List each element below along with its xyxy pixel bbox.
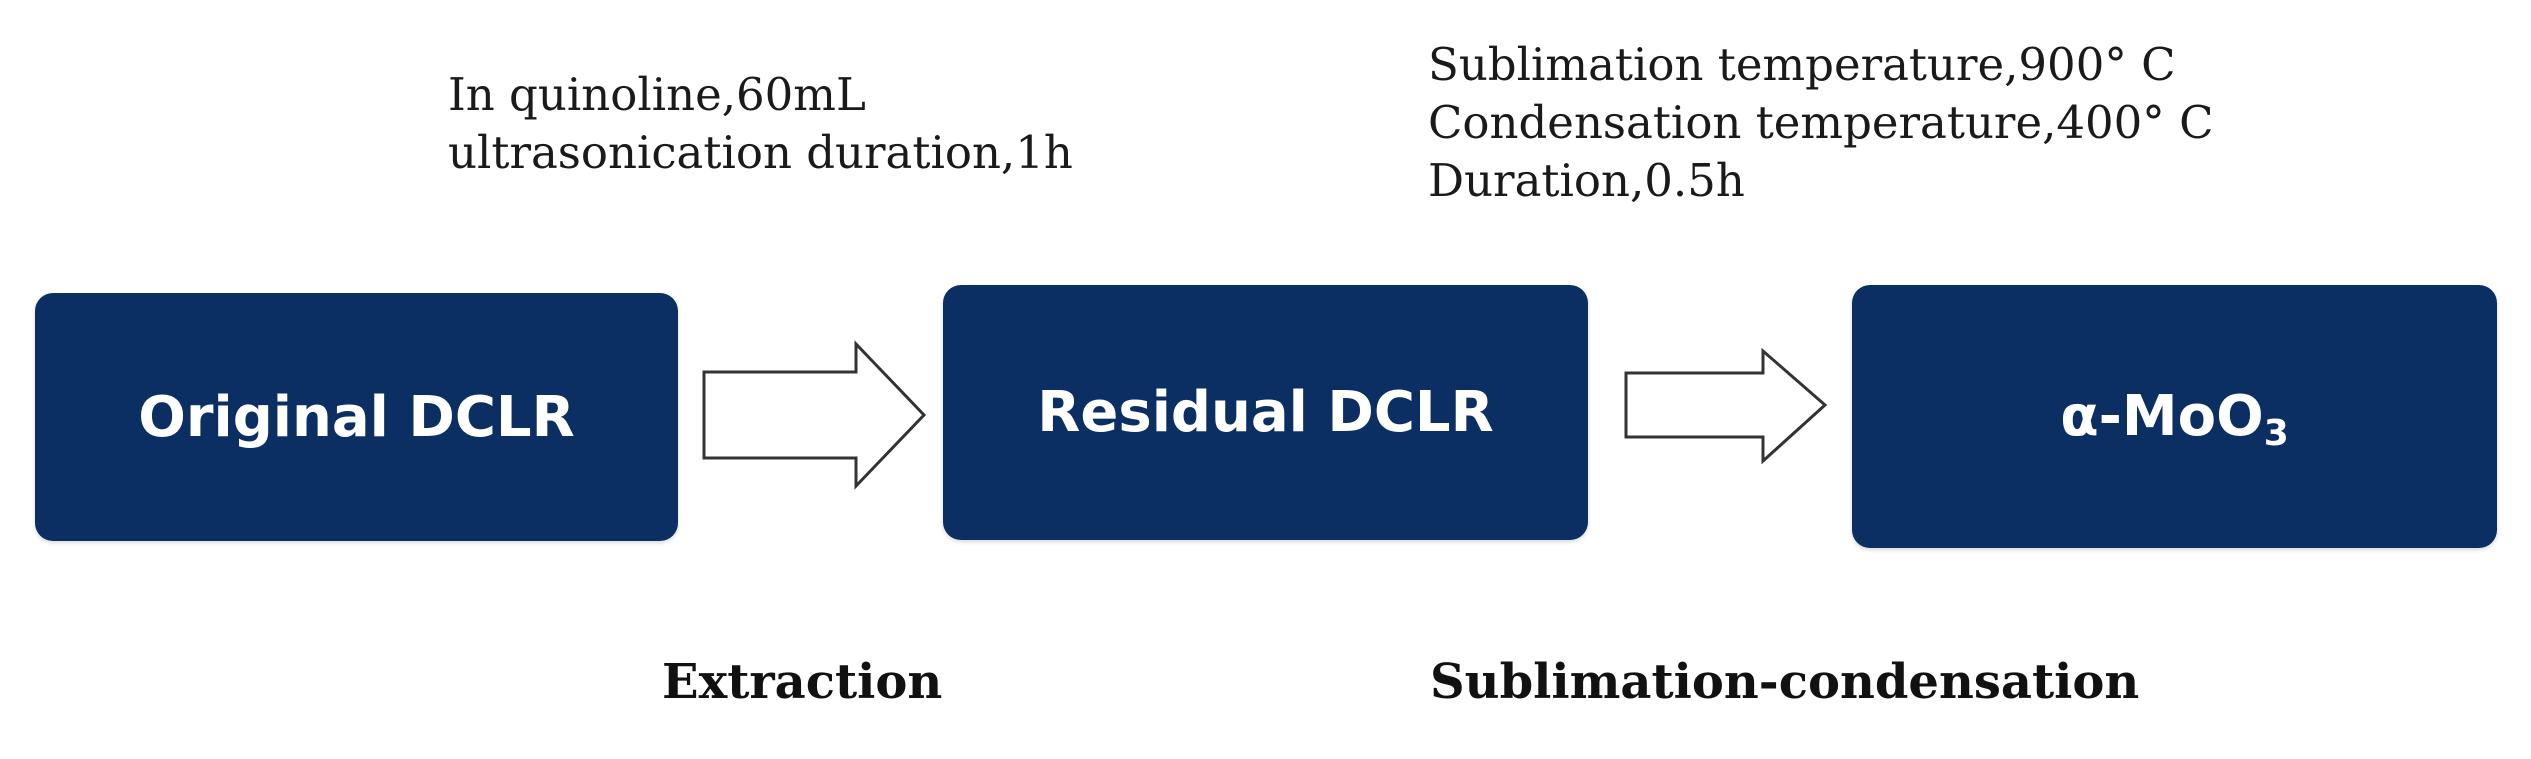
- extraction-condition-solvent: In quinoline,60mL: [448, 68, 866, 121]
- sublimation-condensation-step-label: Sublimation-condensation: [1430, 654, 2140, 710]
- alpha-moo3-box: α-MoO3: [1852, 285, 2497, 548]
- extraction-arrow-shape: [702, 340, 927, 490]
- sublimation-conditions: Sublimation temperature,900° C Condensat…: [1428, 36, 2214, 210]
- sublimation-arrow: [1624, 347, 1828, 465]
- extraction-condition-duration: ultrasonication duration,1h: [448, 126, 1073, 179]
- original-dclr-box: Original DCLR: [35, 293, 678, 541]
- sublimation-condition-temperature: Sublimation temperature,900° C: [1428, 38, 2176, 91]
- extraction-arrow: [702, 340, 927, 490]
- residual-dclr-box: Residual DCLR: [943, 285, 1588, 540]
- extraction-step-label: Extraction: [662, 654, 943, 710]
- alpha-moo3-formula: α-MoO: [2060, 384, 2264, 449]
- residual-dclr-label: Residual DCLR: [1037, 380, 1494, 445]
- condensation-condition-temperature: Condensation temperature,400° C: [1428, 96, 2214, 149]
- alpha-moo3-subscript: 3: [2263, 413, 2289, 454]
- sublimation-condition-duration: Duration,0.5h: [1428, 154, 1745, 207]
- extraction-conditions: In quinoline,60mL ultrasonication durati…: [448, 66, 1073, 182]
- sublimation-arrow-shape: [1624, 347, 1828, 465]
- original-dclr-label: Original DCLR: [138, 384, 575, 450]
- alpha-moo3-label: α-MoO3: [2060, 384, 2289, 452]
